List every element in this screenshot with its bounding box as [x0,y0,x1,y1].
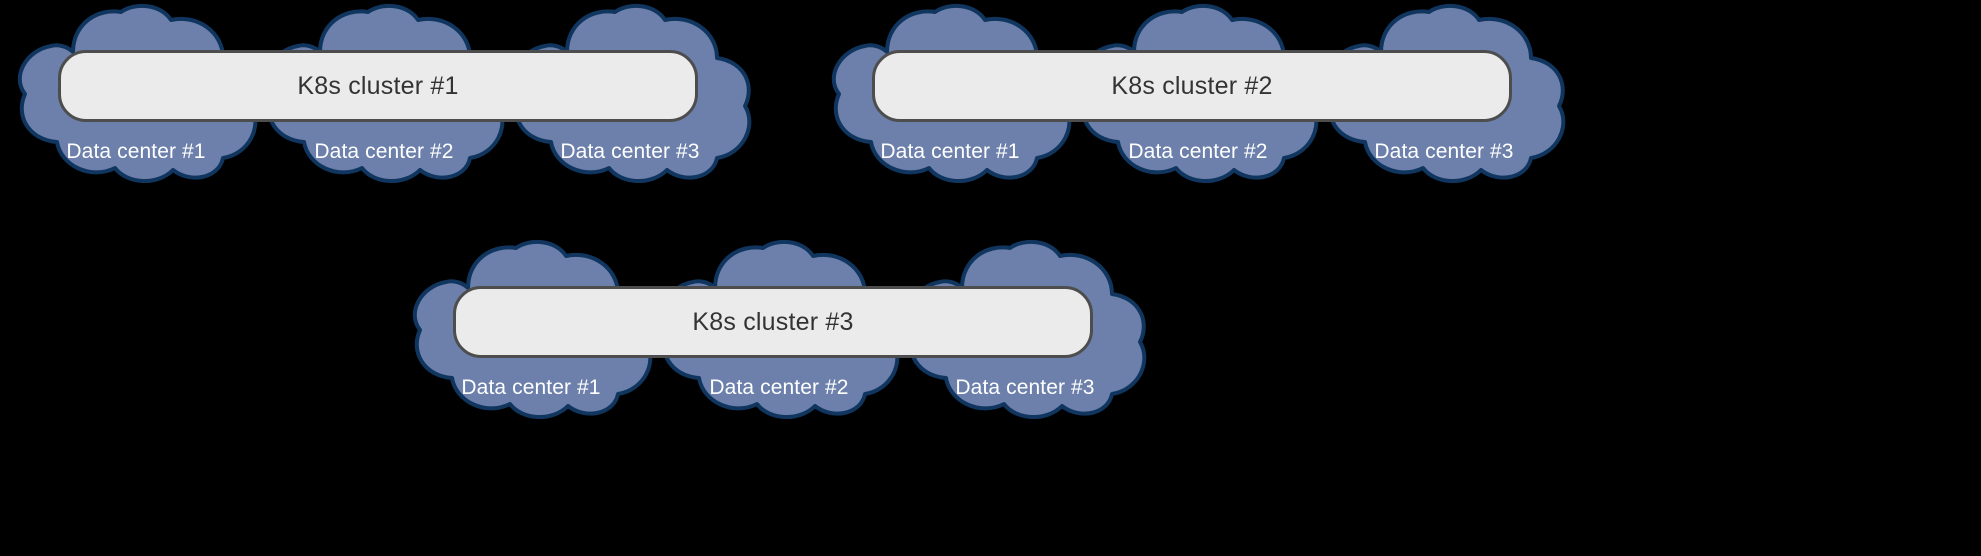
datacenter-label-1: Data center #1 [461,376,601,399]
datacenter-label-2: Data center #2 [1128,140,1268,163]
datacenter-label-3: Data center #3 [955,376,1095,399]
k8s-cluster-label: K8s cluster #2 [1111,71,1273,100]
cluster-group-3[interactable]: Data center #1 Data center #2 Data center … [403,238,1147,438]
cluster-group-1[interactable]: Data center #1 Data center #2 Data center … [8,2,752,202]
k8s-cluster-label: K8s cluster #3 [692,307,854,336]
cluster-group-2[interactable]: Data center #1 Data center #2 Data center … [822,2,1566,202]
k8s-cluster-label: K8s cluster #1 [297,71,459,100]
datacenter-label-1: Data center #1 [880,140,1020,163]
datacenter-label-2: Data center #2 [314,140,454,163]
k8s-cluster-box-2[interactable]: K8s cluster #2 [872,50,1512,122]
k8s-cluster-box-3[interactable]: K8s cluster #3 [453,286,1093,358]
datacenter-label-3: Data center #3 [560,140,700,163]
k8s-cluster-box-1[interactable]: K8s cluster #1 [58,50,698,122]
datacenter-label-2: Data center #2 [709,376,849,399]
datacenter-label-3: Data center #3 [1374,140,1514,163]
datacenter-label-1: Data center #1 [66,140,206,163]
